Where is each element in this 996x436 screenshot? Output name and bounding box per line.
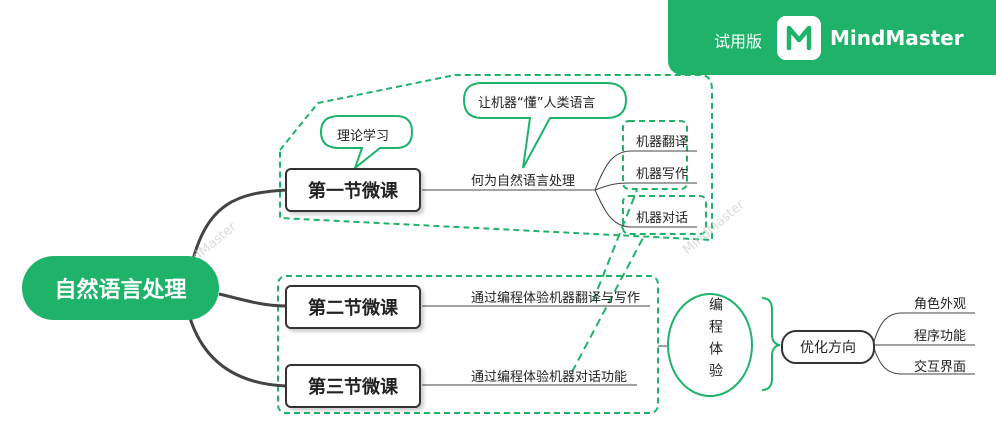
section-2-subtopic[interactable]: 通过编程体验机器翻译与写作 bbox=[471, 291, 641, 306]
optimize-direction-topic[interactable]: 优化方向 bbox=[781, 330, 875, 364]
optimize-direction-label: 优化方向 bbox=[800, 340, 856, 356]
root-branch-1 bbox=[188, 188, 287, 273]
callout-language-bubble bbox=[462, 82, 628, 169]
group-boundary-section-1 bbox=[279, 74, 713, 242]
group-boundary-dialog bbox=[622, 195, 707, 235]
root-topic-label: 自然语言处理 bbox=[54, 278, 187, 303]
callout-language-text[interactable]: 让机器“懂”人类语言 bbox=[478, 96, 596, 111]
brand-name: MindMaster bbox=[830, 26, 964, 50]
optimize-branch-1 bbox=[872, 312, 975, 346]
section-3-title: 第三节微课 bbox=[308, 377, 398, 398]
group-boundary-translate-write bbox=[622, 120, 688, 190]
trial-label: 试用版 bbox=[714, 32, 763, 51]
section-1-title: 第一节微课 bbox=[308, 181, 398, 202]
callout-theory-text[interactable]: 理论学习 bbox=[337, 129, 390, 144]
optimize-item-interface[interactable]: 交互界面 bbox=[914, 360, 967, 375]
topic-app-1 bbox=[594, 150, 697, 191]
trial-badge: 试用版 MindMaster bbox=[668, 0, 996, 75]
app-machine-translation[interactable]: 机器翻译 bbox=[636, 135, 689, 150]
root-branch-2 bbox=[218, 292, 287, 308]
root-branch-3 bbox=[188, 317, 287, 388]
optimize-branch-3 bbox=[872, 344, 975, 375]
mindmaster-logo-icon bbox=[777, 16, 821, 60]
optimize-item-appearance[interactable]: 角色外观 bbox=[914, 297, 967, 312]
group-boundary-sections-2-3 bbox=[277, 275, 659, 414]
app-machine-dialog[interactable]: 机器对话 bbox=[636, 211, 689, 226]
section-3-subtopic[interactable]: 通过编程体验机器对话功能 bbox=[471, 370, 628, 385]
section-1-topic[interactable]: 第一节微课 bbox=[285, 168, 421, 212]
section-2-title: 第二节微课 bbox=[308, 298, 398, 319]
programming-brace bbox=[761, 297, 781, 391]
section-3-topic[interactable]: 第三节微课 bbox=[285, 364, 421, 408]
topic-app-2 bbox=[594, 182, 697, 191]
section-2-topic[interactable]: 第二节微课 bbox=[285, 285, 421, 329]
section-1-subtopic[interactable]: 何为自然语言处理 bbox=[471, 174, 576, 189]
cross-link-1 bbox=[592, 189, 638, 302]
callout-theory-bubble bbox=[319, 115, 414, 171]
programming-experience-label[interactable]: 编程体验 bbox=[707, 297, 723, 385]
optimize-item-function[interactable]: 程序功能 bbox=[914, 329, 967, 344]
programming-ellipse bbox=[667, 293, 753, 397]
root-topic[interactable]: 自然语言处理 bbox=[22, 256, 219, 320]
topic-app-3 bbox=[594, 189, 697, 228]
app-machine-writing[interactable]: 机器写作 bbox=[636, 167, 689, 182]
